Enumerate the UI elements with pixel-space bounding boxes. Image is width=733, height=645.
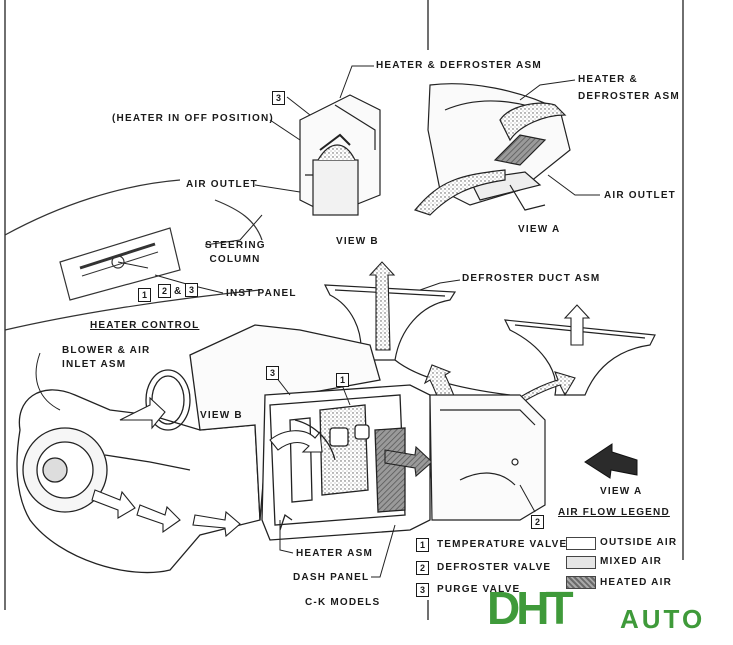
- label-view-b-top: VIEW B: [336, 236, 379, 247]
- label-heater-asm: HEATER ASM: [296, 548, 373, 559]
- label-view-a-top: VIEW A: [518, 224, 561, 235]
- callout-1-control: 1: [138, 288, 151, 302]
- callout-3-heater: 3: [266, 366, 279, 380]
- legend-valve-label-1: TEMPERATURE VALVE: [437, 539, 568, 550]
- label-view-b-main: VIEW B: [200, 410, 243, 421]
- legend-air-label-mixed: MIXED AIR: [600, 556, 663, 567]
- callout-2-control: 2: [158, 284, 171, 298]
- label-heater-off-position: (HEATER IN OFF POSITION): [112, 113, 274, 124]
- legend-swatch-mixed-air: [566, 556, 596, 569]
- label-blower-air-inlet-1: BLOWER & AIR: [62, 345, 151, 356]
- label-heater-defroster-asm-top: HEATER & DEFROSTER ASM: [376, 60, 542, 71]
- label-heater-defroster-asm-right-1: HEATER &: [578, 74, 638, 85]
- view-b-inset: [299, 94, 381, 216]
- legend-valve-label-3: PURGE VALVE: [437, 584, 521, 595]
- watermark-logo-sub: AUTO: [620, 604, 706, 634]
- label-ck-models: C-K MODELS: [305, 597, 381, 608]
- legend-swatch-heated-air: [566, 576, 596, 589]
- heater-assembly: [189, 324, 431, 541]
- callout-3-view-b: 3: [272, 91, 285, 105]
- defroster-ducts: [324, 284, 656, 396]
- label-air-outlet-left: AIR OUTLET: [186, 179, 258, 190]
- label-view-a-main: VIEW A: [600, 486, 643, 497]
- blower-housing: [16, 369, 261, 574]
- label-air-outlet-right: AIR OUTLET: [604, 190, 676, 201]
- view-a-arrow: [584, 443, 638, 479]
- label-blower-air-inlet-2: INLET ASM: [62, 359, 127, 370]
- label-dash-panel: DASH PANEL: [293, 572, 370, 583]
- legend-swatch-outside-air: [566, 537, 596, 550]
- dashboard-outline: [4, 179, 263, 331]
- label-ampersand: &: [174, 286, 183, 297]
- legend-title: AIR FLOW LEGEND: [558, 507, 670, 518]
- legend-valve-num-1: 1: [416, 538, 429, 552]
- label-steering-column-2: COLUMN: [209, 254, 261, 265]
- leader-lines: [35, 65, 600, 578]
- label-heater-control: HEATER CONTROL: [90, 320, 200, 331]
- blower-airflow-arrows: [91, 396, 241, 538]
- legend-valve-num-3: 3: [416, 583, 429, 597]
- callout-1-heater: 1: [336, 373, 349, 387]
- defroster-housing: [429, 394, 546, 521]
- legend-air-label-outside: OUTSIDE AIR: [600, 537, 678, 548]
- page-frame: [4, 0, 684, 620]
- legend-air-label-heated: HEATED AIR: [600, 577, 672, 588]
- label-inst-panel: INST PANEL: [226, 288, 297, 299]
- label-steering-column-1: STEERING: [205, 240, 266, 251]
- watermark-logo-main: DHT: [487, 582, 574, 634]
- view-a-inset: [413, 83, 571, 216]
- label-defroster-duct-asm: DEFROSTER DUCT ASM: [462, 273, 601, 284]
- legend-valve-num-2: 2: [416, 561, 429, 575]
- callout-3-control: 3: [185, 283, 198, 297]
- label-heater-defroster-asm-right-2: DEFROSTER ASM: [578, 91, 680, 102]
- legend-valve-label-2: DEFROSTER VALVE: [437, 562, 552, 573]
- callout-2-defroster: 2: [531, 515, 544, 529]
